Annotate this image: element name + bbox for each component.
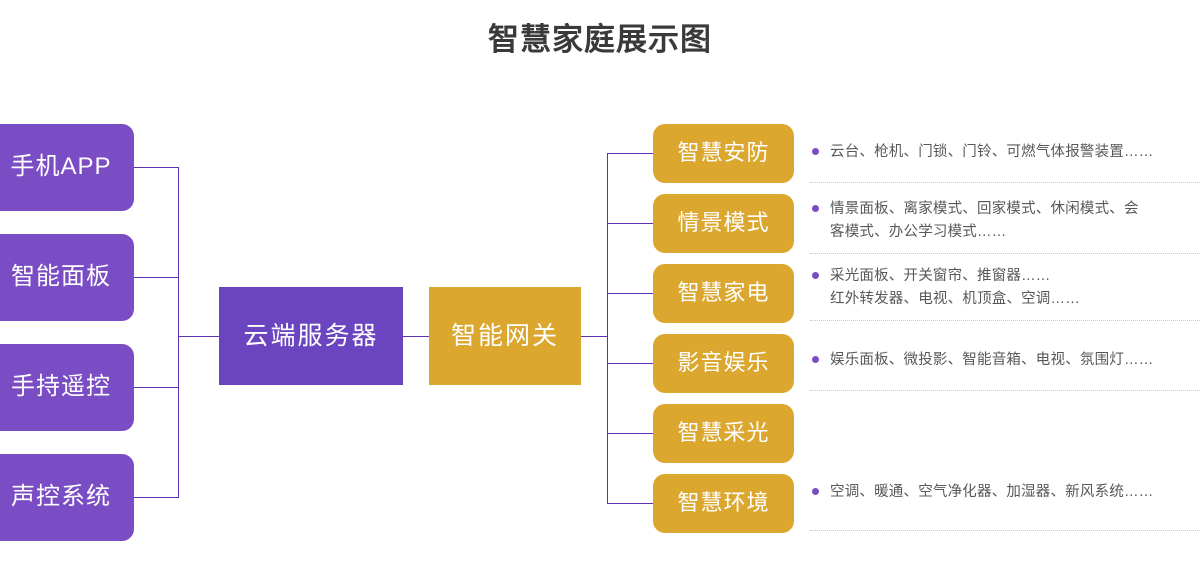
connector-source-handheld-remote	[134, 387, 179, 388]
connector-category-entertainment	[607, 363, 653, 364]
node-label: 云端服务器	[243, 322, 379, 350]
node-label: 智慧家电	[677, 280, 770, 306]
connector-category-scene-mode	[607, 223, 653, 224]
node-category-entertainment[interactable]: 影音娱乐	[653, 334, 794, 393]
detail-text: 采光面板、开关窗帘、推窗器…… 红外转发器、电视、机顶盒、空调……	[830, 268, 1080, 307]
connector-source-spine	[178, 167, 179, 498]
connector-gateway-trunk	[581, 336, 608, 337]
node-source-mobile-app[interactable]: 手机APP	[0, 124, 134, 211]
node-source-voice-control[interactable]: 声控系统	[0, 454, 134, 541]
connector-category-lighting	[607, 433, 653, 434]
detail-row-appliance: 采光面板、开关窗帘、推窗器…… 红外转发器、电视、机顶盒、空调……	[812, 265, 1200, 311]
bullet-icon	[812, 148, 819, 155]
detail-separator	[810, 320, 1200, 321]
detail-text: 云台、枪机、门锁、门铃、可燃气体报警装置……	[830, 144, 1154, 160]
connector-source-voice-control	[134, 497, 179, 498]
node-cloud-server[interactable]: 云端服务器	[219, 287, 403, 385]
connector-category-spine	[607, 153, 608, 504]
connector-category-environment	[607, 503, 653, 504]
detail-separator	[810, 253, 1200, 254]
detail-separator	[810, 390, 1200, 391]
detail-row-entertainment: 娱乐面板、微投影、智能音箱、电视、氛围灯……	[812, 349, 1200, 372]
detail-text: 娱乐面板、微投影、智能音箱、电视、氛围灯……	[830, 352, 1154, 368]
detail-separator	[810, 182, 1200, 183]
node-label: 手机APP	[10, 153, 112, 181]
node-label: 声控系统	[11, 483, 111, 511]
connector-source-trunk	[178, 336, 219, 337]
node-category-scene-mode[interactable]: 情景模式	[653, 194, 794, 253]
detail-separator	[810, 530, 1200, 531]
bullet-icon	[812, 488, 819, 495]
node-label: 智能面板	[11, 263, 111, 291]
detail-row-environment: 空调、暖通、空气净化器、加湿器、新风系统……	[812, 481, 1200, 504]
detail-row-scene-mode: 情景面板、离家模式、回家模式、休闲模式、会 客模式、办公学习模式……	[812, 198, 1200, 244]
node-source-smart-panel[interactable]: 智能面板	[0, 234, 134, 321]
detail-text: 情景面板、离家模式、回家模式、休闲模式、会 客模式、办公学习模式……	[830, 201, 1139, 240]
detail-row-security: 云台、枪机、门锁、门铃、可燃气体报警装置……	[812, 141, 1200, 164]
detail-text: 空调、暖通、空气净化器、加湿器、新风系统……	[830, 484, 1154, 500]
connector-cloud-to-gateway	[403, 336, 429, 337]
node-label: 手持遥控	[11, 373, 111, 401]
bullet-icon	[812, 272, 819, 279]
page-title: 智慧家庭展示图	[488, 22, 712, 57]
node-source-handheld-remote[interactable]: 手持遥控	[0, 344, 134, 431]
bullet-icon	[812, 356, 819, 363]
connector-source-smart-panel	[134, 277, 179, 278]
node-label: 智能网关	[450, 322, 559, 350]
detail-row-lighting	[812, 420, 1200, 434]
bullet-icon	[812, 205, 819, 212]
connector-category-security	[607, 153, 653, 154]
node-category-security[interactable]: 智慧安防	[653, 124, 794, 183]
node-category-environment[interactable]: 智慧环境	[653, 474, 794, 533]
node-label: 智慧安防	[677, 140, 770, 166]
node-category-appliance[interactable]: 智慧家电	[653, 264, 794, 323]
node-label: 智慧环境	[677, 490, 770, 516]
node-label: 情景模式	[677, 210, 770, 236]
node-category-lighting[interactable]: 智慧采光	[653, 404, 794, 463]
node-label: 影音娱乐	[677, 350, 770, 376]
node-label: 智慧采光	[677, 420, 770, 446]
connector-source-mobile-app	[134, 167, 179, 168]
connector-category-appliance	[607, 293, 653, 294]
node-smart-gateway[interactable]: 智能网关	[429, 287, 581, 385]
